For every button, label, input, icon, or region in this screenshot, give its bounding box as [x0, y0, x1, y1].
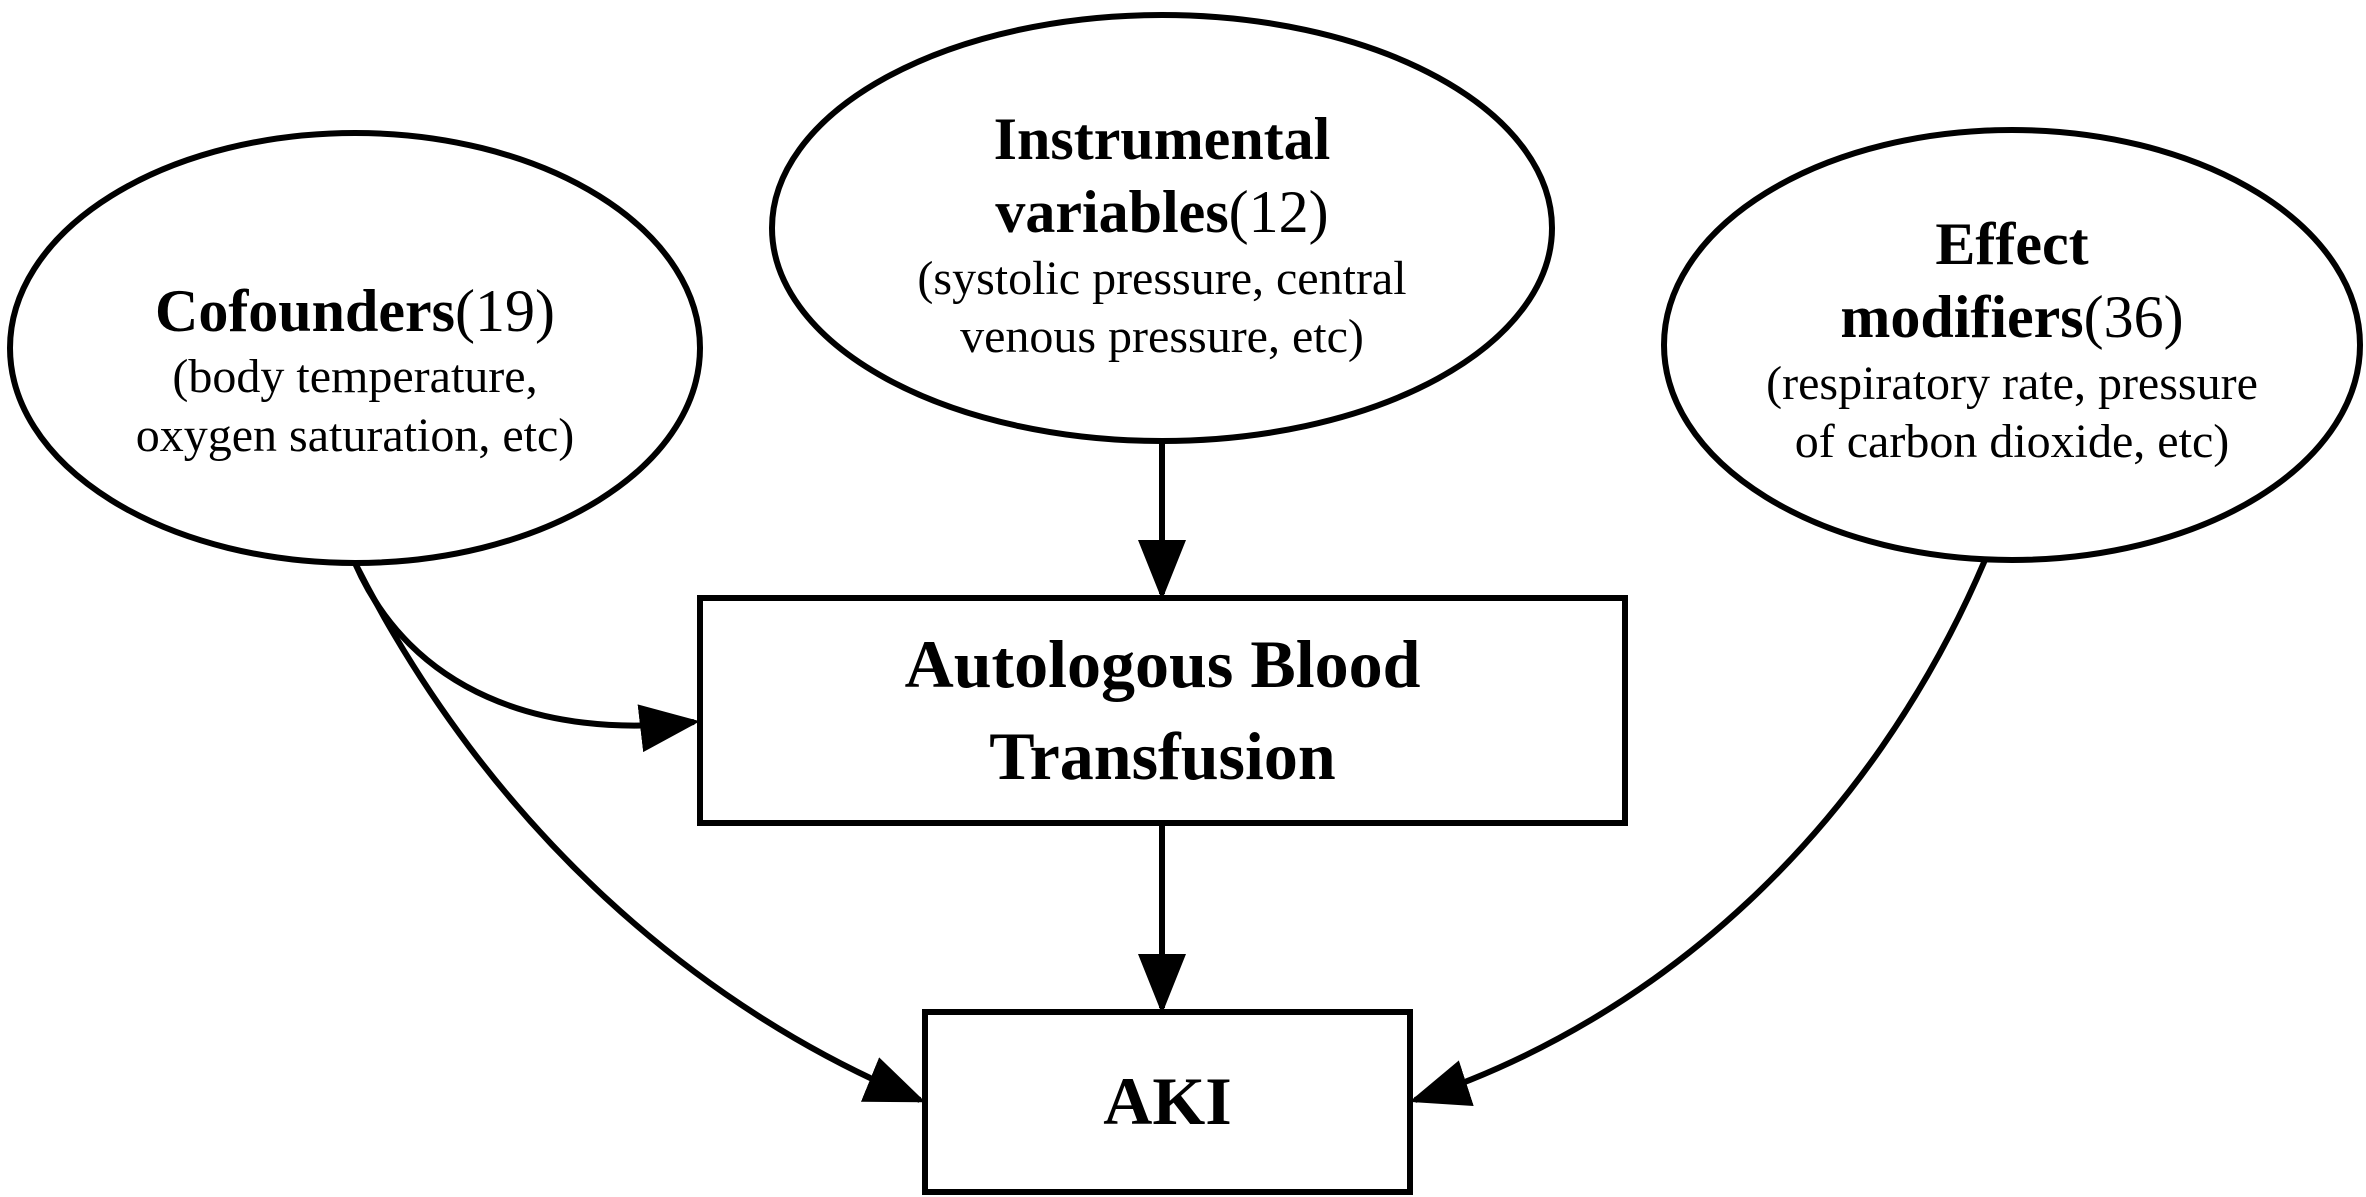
modifiers-detail-2: of carbon dioxide, etc) [1794, 415, 2230, 469]
instrumental-title-2: variables [995, 179, 1229, 246]
outcome-label: AKI [1103, 1063, 1232, 1140]
modifiers-count: (36) [2083, 284, 2184, 351]
treatment-label-1: Autologous Blood [904, 625, 1421, 702]
edge-confounders-to-outcome [352, 561, 926, 1103]
instrumental-title-line-2: variables(12) [995, 176, 1328, 249]
confounders-text: Cofounders(19) (body temperature, oxygen… [40, 245, 670, 495]
modifiers-detail-1: (respiratory rate, pressure [1766, 356, 2258, 410]
modifiers-text: Effect modifiers(36) (respiratory rate, … [1682, 175, 2342, 505]
edge-modifiers-to-outcome [1409, 558, 1988, 1107]
instrumental-text: Instrumental variables(12) (systolic pre… [820, 65, 1504, 405]
instrumental-title-1: Instrumental [993, 106, 1331, 173]
modifiers-title-1: Effect [1935, 211, 2089, 278]
instrumental-count: (12) [1228, 179, 1329, 246]
treatment-text: Autologous Blood Transfusion [706, 604, 1619, 817]
treatment-node [697, 595, 1628, 826]
confounders-count: (19) [455, 277, 555, 344]
instrumental-detail-2: venous pressure, etc) [960, 310, 1364, 364]
outcome-text: AKI [931, 1018, 1404, 1186]
treatment-label-2: Transfusion [989, 717, 1336, 794]
modifiers-title-2: modifiers [1840, 284, 2084, 351]
instrumental-detail-1: (systolic pressure, central [917, 251, 1407, 305]
confounders-title-line: Cofounders(19) [155, 275, 555, 348]
confounders-title: Cofounders [155, 277, 456, 344]
confounders-detail-2: oxygen saturation, etc) [135, 408, 575, 462]
edge-confounders-to-treatment [352, 561, 700, 753]
modifiers-title-line-2: modifiers(36) [1840, 281, 2183, 354]
modifiers-node [1661, 127, 2363, 563]
confounders-detail-1: (body temperature, [172, 350, 538, 404]
